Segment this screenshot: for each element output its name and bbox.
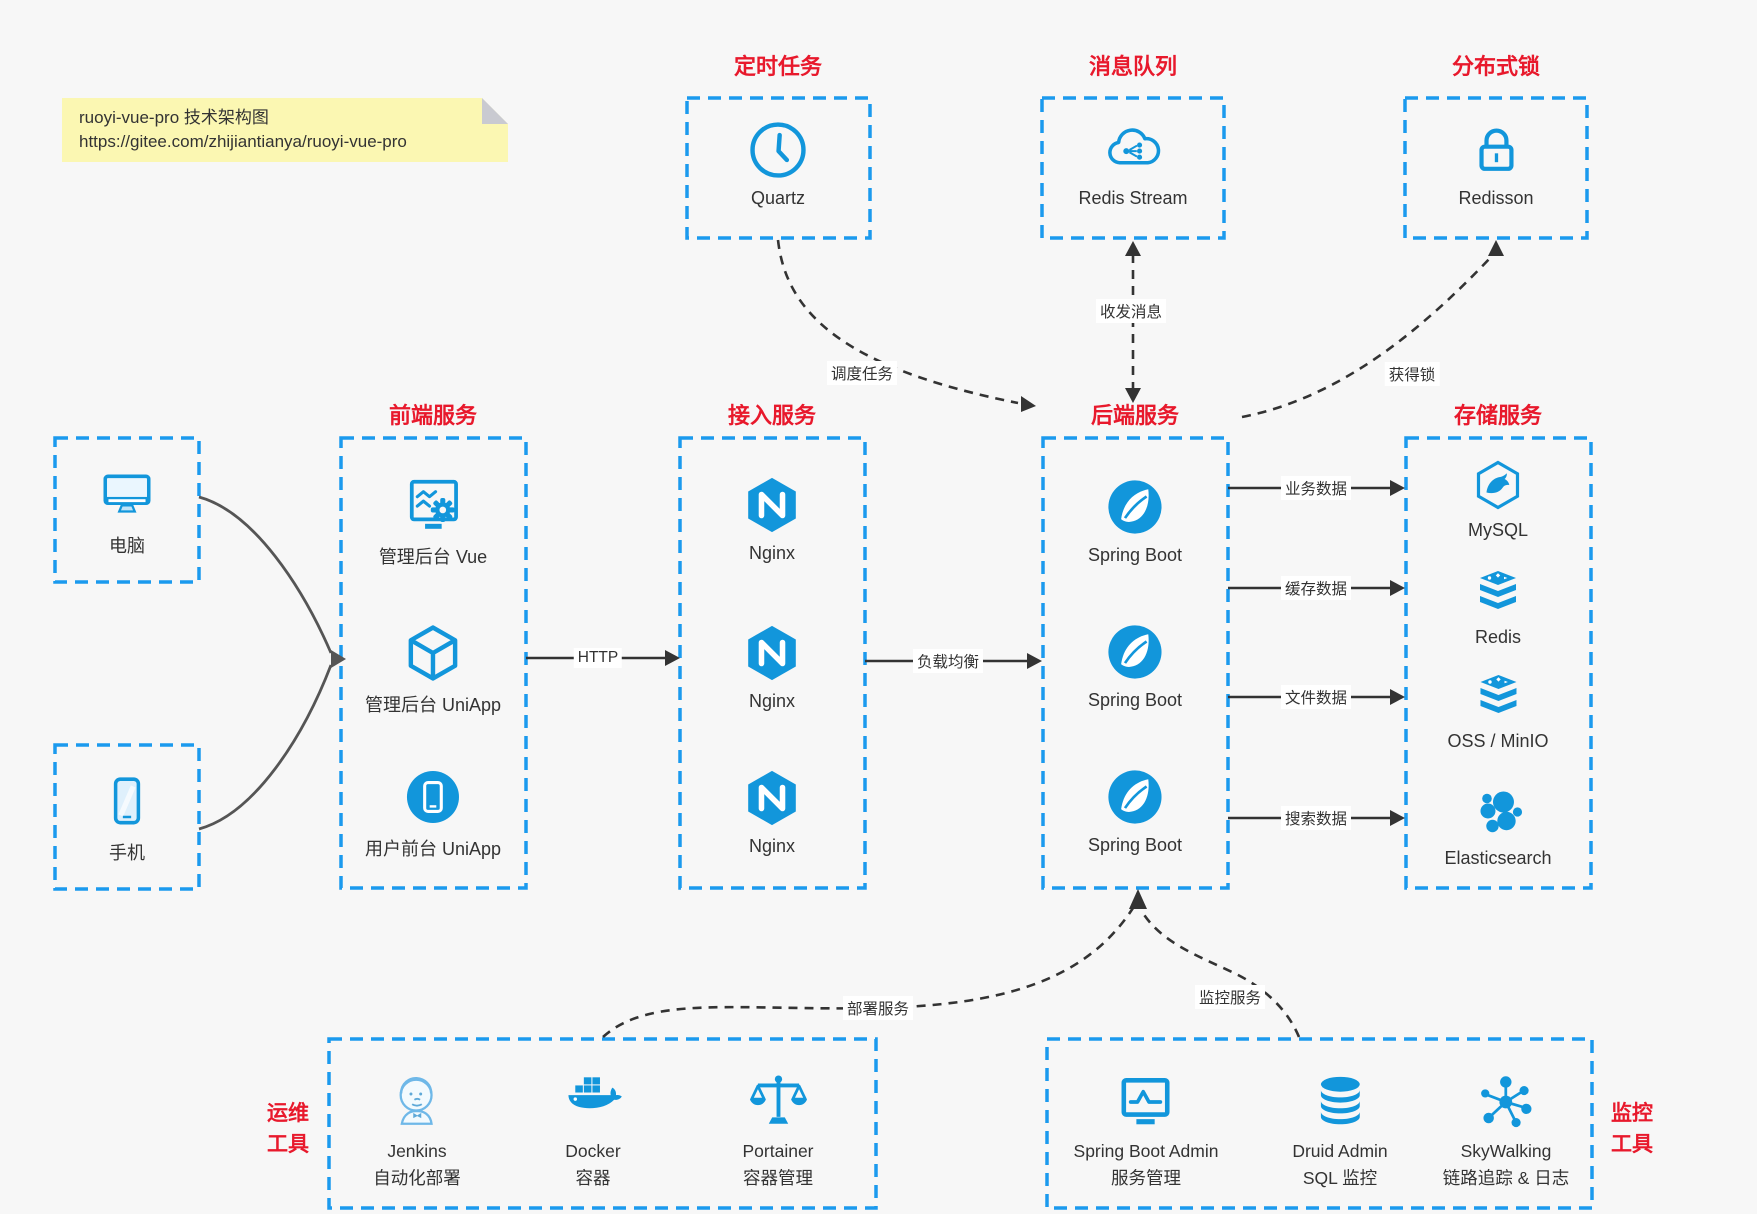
title-frontend-services: 前端服务	[388, 403, 478, 428]
title-distributed-lock: 分布式锁	[1451, 54, 1541, 79]
sticky-note: ruoyi-vue-pro 技术架构图 https://gitee.com/zh…	[62, 98, 508, 162]
load-balance-label: 负载均衡	[912, 649, 984, 673]
monitor-curve	[1139, 909, 1301, 1038]
ops-tools-side-label: 运维 工具	[267, 1102, 309, 1156]
biz-data-label: 业务数据	[1280, 476, 1352, 500]
node-admin-vue: 管理后台 Vue	[379, 474, 487, 569]
distributed-lock-box	[1403, 96, 1589, 240]
gateway-services-box	[678, 436, 867, 890]
node-nginx-2: Nginx	[741, 622, 803, 712]
desktop-icon	[103, 474, 151, 514]
deploy-curve	[602, 907, 1135, 1038]
node-redisson: Redisson	[1458, 119, 1534, 209]
schedule-label: 调度任务	[826, 361, 898, 385]
note-fold-corner	[482, 98, 508, 124]
node-nginx-1: Nginx	[741, 474, 803, 564]
search-data-label: 搜索数据	[1280, 806, 1352, 830]
title-backend-services: 后端服务	[1090, 403, 1180, 428]
cache-data-label: 缓存数据	[1280, 576, 1352, 600]
spring-icon	[1107, 769, 1163, 825]
node-jenkins: Jenkins 自动化部署	[373, 1070, 461, 1190]
app-circle-icon	[405, 769, 461, 825]
node-redis: Redis	[1470, 564, 1526, 648]
node-quartz: Quartz	[747, 119, 809, 209]
admin-vue-icon	[410, 479, 459, 531]
skywalking-icon	[1479, 1074, 1534, 1129]
note-url[interactable]: https://gitee.com/zhijiantianya/ruoyi-vu…	[79, 132, 407, 151]
node-spring-boot-admin: Spring Boot Admin 服务管理	[1074, 1070, 1218, 1190]
deploy-label: 部署服务	[842, 996, 914, 1020]
smartphone-icon	[98, 774, 156, 832]
monitoring-tools-side-label: 监控 工具	[1611, 1102, 1653, 1156]
sba-icon	[1114, 1070, 1178, 1134]
solid-arrowheads	[665, 480, 1405, 826]
message-queue-box	[1040, 96, 1226, 240]
title-message-queue: 消息队列	[1088, 54, 1178, 79]
node-elasticsearch: Elasticsearch	[1444, 785, 1552, 869]
nginx-icon	[741, 474, 803, 536]
nginx-icon	[741, 622, 803, 684]
schedule-curve	[776, 239, 1019, 405]
node-mobile-client: 手机	[98, 774, 156, 865]
node-springboot-3: Spring Boot	[1088, 766, 1182, 856]
cube-icon	[402, 622, 464, 684]
node-nginx-3: Nginx	[741, 767, 803, 857]
node-portainer: Portainer 容器管理	[742, 1070, 814, 1190]
pc-client-box	[53, 436, 201, 584]
messages-label: 收发消息	[1095, 299, 1167, 323]
druid-icon	[1320, 1076, 1360, 1125]
redis-stack-icon	[1480, 571, 1516, 609]
node-mysql: MySQL	[1468, 457, 1528, 541]
spring-icon	[1107, 479, 1163, 535]
spring-icon	[1107, 624, 1163, 680]
scheduled-task-box	[685, 96, 872, 240]
title-gateway-services: 接入服务	[727, 403, 817, 428]
client-to-frontend-curves	[198, 495, 333, 831]
node-user-uniapp: 用户前台 UniApp	[365, 766, 501, 861]
note-title: ruoyi-vue-pro 技术架构图	[79, 108, 269, 127]
mysql-icon	[1476, 460, 1520, 510]
node-springboot-1: Spring Boot	[1088, 476, 1182, 566]
docker-icon	[568, 1077, 622, 1109]
node-redis-stream: Redis Stream	[1078, 119, 1188, 209]
mobile-client-box	[53, 743, 201, 891]
frontend-services-box	[339, 436, 528, 890]
cloud-stream-icon	[1107, 128, 1160, 165]
padlock-icon	[1465, 119, 1527, 181]
jenkins-icon	[399, 1076, 433, 1125]
title-scheduled-task: 定时任务	[733, 54, 823, 79]
node-springboot-2: Spring Boot	[1088, 621, 1182, 711]
elasticsearch-icon	[1479, 791, 1522, 833]
node-skywalking: SkyWalking 链路追踪 & 日志	[1443, 1070, 1569, 1190]
dashed-arrowheads	[1021, 240, 1504, 909]
node-druid-admin: Druid Admin SQL 监控	[1292, 1070, 1388, 1190]
clock-icon	[747, 119, 809, 181]
monitor-label: 监控服务	[1194, 985, 1266, 1009]
http-label: HTTP	[573, 648, 623, 668]
backend-services-box	[1041, 436, 1230, 890]
node-oss-minio: OSS / MinIO	[1447, 668, 1549, 752]
acquire-lock-curve	[1241, 255, 1493, 419]
node-admin-uniapp: 管理后台 UniApp	[365, 622, 501, 717]
portainer-icon	[747, 1073, 809, 1126]
storage-services-box	[1404, 436, 1593, 890]
redis-stack-icon	[1480, 675, 1516, 713]
client-arrowhead	[331, 650, 346, 668]
nginx-icon	[741, 767, 803, 829]
acquire-lock-label: 获得锁	[1384, 362, 1440, 386]
ops-tools-box	[327, 1037, 878, 1210]
node-pc-client: 电脑	[98, 467, 156, 558]
file-data-label: 文件数据	[1280, 685, 1352, 709]
node-docker: Docker 容器	[561, 1070, 625, 1190]
title-storage-services: 存储服务	[1453, 403, 1543, 428]
